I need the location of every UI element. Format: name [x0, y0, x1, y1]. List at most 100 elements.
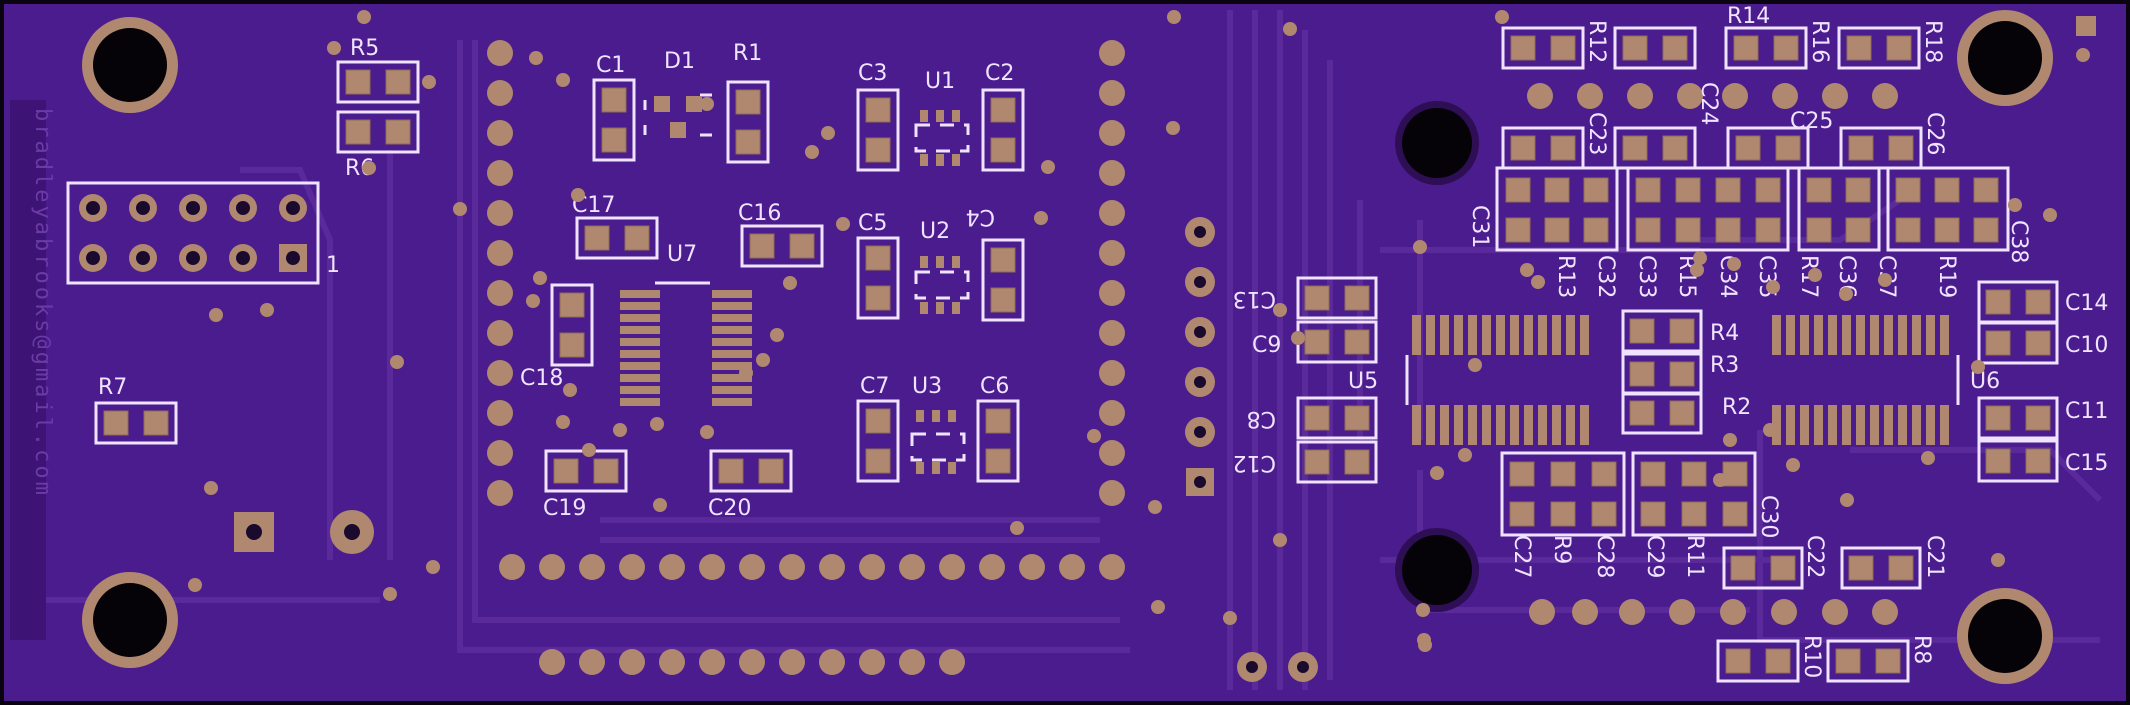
cap-c19: C19	[543, 449, 628, 521]
th-row-bottom	[1529, 599, 1898, 625]
header-2x5: 1	[66, 181, 340, 285]
svg-text:D1: D1	[664, 49, 695, 74]
svg-text:R1: R1	[733, 41, 762, 66]
svg-text:U1: U1	[925, 69, 955, 94]
svg-text:C24: C24	[1696, 82, 1721, 125]
th-row-top	[1527, 83, 1898, 109]
cap-c13: C13	[1233, 276, 1378, 320]
cap-c3: C3	[856, 61, 900, 172]
svg-text:C23: C23	[1584, 112, 1609, 155]
svg-text:R3: R3	[1710, 353, 1739, 378]
cap-c6: C6	[976, 374, 1020, 483]
ic-u7: U7	[620, 242, 752, 406]
cap-c4: C4	[966, 204, 1025, 322]
resistor-r3: R3	[1621, 352, 1739, 396]
svg-text:R12: R12	[1584, 20, 1609, 63]
cap-c14: C14	[1977, 280, 2108, 324]
cap-c5: C5	[856, 211, 900, 320]
svg-text:U5: U5	[1348, 369, 1378, 394]
svg-text:C3: C3	[858, 61, 887, 86]
svg-text:C5: C5	[858, 211, 887, 236]
svg-text:C31: C31	[1467, 205, 1492, 248]
svg-text:C28: C28	[1592, 535, 1617, 578]
connector-6pin	[1185, 217, 1215, 496]
resistor-r4: R4	[1621, 309, 1739, 353]
cap-c18: C18	[520, 283, 594, 391]
two-pin-bottom	[1237, 652, 1318, 682]
svg-text:C19: C19	[543, 496, 586, 521]
pin1-marker: 1	[326, 253, 340, 278]
resistor-r16: R16	[1724, 20, 1832, 70]
svg-text:C38: C38	[2006, 220, 2031, 263]
svg-text:R7: R7	[98, 375, 127, 400]
svg-text:C6: C6	[980, 374, 1009, 399]
svg-text:C25: C25	[1790, 109, 1833, 134]
svg-text:C29: C29	[1642, 535, 1667, 578]
resistor-r5: R5	[336, 36, 420, 104]
svg-text:C4: C4	[966, 204, 995, 229]
ic-u3: U3	[910, 374, 966, 474]
cap-c21: C21	[1840, 535, 1947, 590]
svg-text:R8: R8	[1909, 635, 1934, 664]
resistor-r2: R2	[1621, 391, 1751, 435]
resistor-r1: R1	[726, 41, 770, 164]
svg-text:C9: C9	[1252, 333, 1281, 358]
svg-text:C27: C27	[1509, 535, 1534, 578]
cap-c20: C20	[708, 449, 793, 521]
svg-text:U7: U7	[667, 242, 697, 267]
svg-text:C14: C14	[2065, 291, 2108, 316]
svg-text:R14: R14	[1727, 4, 1770, 29]
svg-text:R13: R13	[1553, 255, 1578, 298]
fiducial-square	[2076, 16, 2096, 36]
svg-text:C15: C15	[2065, 451, 2108, 476]
svg-text:C21: C21	[1922, 535, 1947, 578]
cap-c2: C2	[981, 61, 1025, 172]
cap-bank-bottom: C27 R9 C28 C29 R11 C30	[1500, 451, 1781, 578]
resistor-r8: R8	[1826, 635, 1934, 683]
svg-text:R19: R19	[1934, 255, 1959, 298]
cap-c1: C1	[592, 53, 636, 162]
cap-c22: C22	[1722, 535, 1827, 590]
resistor-r14-pads: R14	[1613, 4, 1770, 70]
cap-c23: C23	[1501, 112, 1609, 170]
svg-text:C2: C2	[985, 61, 1014, 86]
svg-text:C1: C1	[596, 53, 625, 78]
svg-text:U3: U3	[912, 374, 942, 399]
svg-text:C11: C11	[2065, 399, 2108, 424]
cap-c26: C26	[1839, 112, 1947, 170]
svg-text:C30: C30	[1756, 495, 1781, 538]
svg-text:C8: C8	[1247, 406, 1276, 431]
svg-text:R10: R10	[1799, 635, 1824, 678]
svg-text:C33: C33	[1634, 255, 1659, 298]
svg-text:R11: R11	[1682, 535, 1707, 578]
resistor-r7: R7	[94, 375, 178, 445]
resistor-r12: R12	[1501, 20, 1609, 70]
svg-text:C18: C18	[520, 366, 563, 391]
cap-c10: C10	[1977, 321, 2108, 365]
svg-text:R5: R5	[350, 36, 379, 61]
ic-u1: U1	[914, 69, 970, 166]
power-pads	[234, 510, 374, 554]
svg-text:C12: C12	[1233, 450, 1276, 475]
email-watermark: bradleyabrooks@gmail.com	[30, 108, 55, 498]
svg-text:R9: R9	[1549, 535, 1574, 564]
svg-text:C22: C22	[1802, 535, 1827, 578]
cap-c25: C25	[1726, 109, 1833, 170]
svg-text:C26: C26	[1922, 112, 1947, 155]
ic-u2: U2	[914, 219, 970, 314]
svg-text:R4: R4	[1710, 321, 1739, 346]
svg-text:R2: R2	[1722, 395, 1751, 420]
cap-c12: C12	[1233, 440, 1378, 484]
svg-text:C16: C16	[738, 201, 781, 226]
ic-u5: U5	[1348, 315, 1589, 445]
cap-c7: C7	[856, 374, 900, 483]
watermark-strip	[10, 100, 46, 640]
diode-d1: D1	[643, 49, 712, 138]
svg-text:C32: C32	[1593, 255, 1618, 298]
ic-u6: U6	[1772, 315, 2000, 445]
vias	[188, 10, 2090, 652]
svg-text:R18: R18	[1920, 20, 1945, 63]
resistor-r10: R10	[1716, 635, 1824, 683]
